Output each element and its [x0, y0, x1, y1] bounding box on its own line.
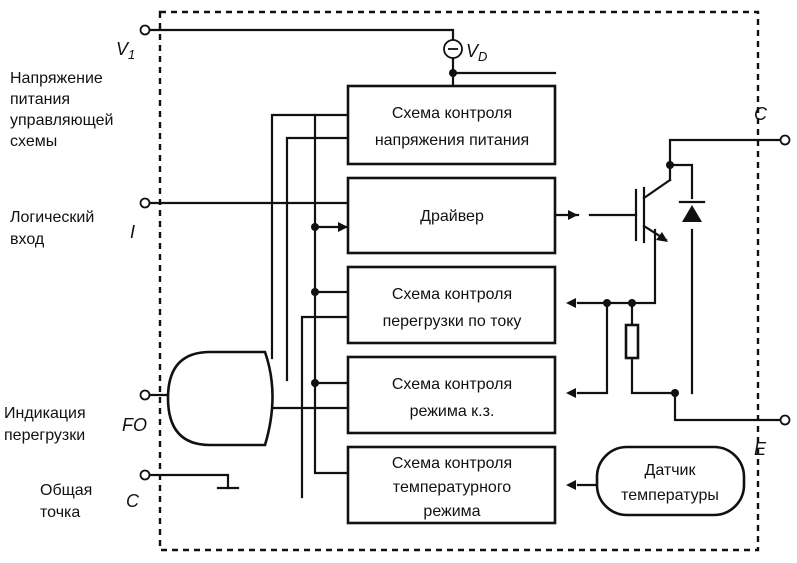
c-gnd-terminal-icon — [139, 469, 151, 481]
logic-input-label-line-2: вход — [10, 231, 45, 248]
block-short-circuit-line-2: режима к.з. — [410, 403, 495, 420]
block-driver: Драйвер — [346, 176, 557, 255]
supply-label-line-3: управляющей — [10, 112, 113, 129]
logic-input-label-line-1: Логический — [10, 209, 94, 226]
pin-terminals — [139, 24, 791, 481]
common-label-line-2: точка — [40, 504, 80, 521]
collector-terminal-icon — [779, 134, 791, 146]
overload-label-line-2: перегрузки — [4, 427, 85, 444]
common-label-line-1: Общая — [40, 482, 92, 499]
v1-terminal-icon — [139, 24, 151, 36]
pin-i-label: I — [130, 222, 135, 242]
block-supply-monitor: Схема контроля напряжения питания — [346, 84, 557, 166]
freewheel-diode-icon — [678, 200, 706, 222]
module-boundary — [158, 10, 760, 552]
block-short-circuit: Схема контроля режима к.з. — [346, 355, 557, 435]
or-gate-icon — [166, 350, 274, 447]
block-overcurrent-line-1: Схема контроля — [392, 286, 512, 303]
pin-fo-label: FO — [122, 415, 147, 435]
block-short-circuit-line-1: Схема контроля — [392, 376, 512, 393]
block-thermal-line-3: режима — [423, 503, 480, 520]
block-supply-monitor-line-2: напряжения питания — [375, 132, 529, 149]
emitter-terminal-icon — [779, 414, 791, 426]
block-overcurrent: Схема контроля перегрузки по току — [346, 265, 557, 345]
block-driver-label: Драйвер — [420, 208, 484, 225]
pin-collector-label: C — [754, 104, 768, 124]
pin-vd-label: VD — [466, 41, 487, 64]
pin-emitter-label: E — [754, 439, 767, 459]
block-thermal: Схема контроля температурного режима — [346, 445, 557, 525]
overload-label-line-1: Индикация — [4, 405, 86, 422]
igbt-transistor-icon — [634, 178, 672, 244]
block-temp-sensor: Датчик температуры — [595, 445, 746, 517]
signal-arrows — [338, 210, 578, 490]
block-thermal-line-1: Схема контроля — [392, 455, 512, 472]
block-overcurrent-line-2: перегрузки по току — [383, 313, 522, 330]
block-supply-monitor-line-1: Схема контроля — [392, 105, 512, 122]
pin-v1-label: V1 — [116, 39, 135, 62]
block-thermal-line-2: температурного — [393, 479, 512, 496]
i-terminal-icon — [139, 197, 151, 209]
block-temp-sensor-line-1: Датчик — [645, 462, 697, 479]
block-temp-sensor-line-2: температуры — [621, 487, 719, 504]
fo-terminal-icon — [139, 389, 151, 401]
supply-label-line-2: питания — [10, 91, 70, 108]
supply-label-line-1: Напряжение — [10, 70, 103, 87]
pin-c-gnd-label: C — [126, 491, 140, 511]
supply-label-line-4: схемы — [10, 133, 57, 150]
shunt-resistor-icon — [624, 323, 640, 360]
junction-dots — [311, 69, 679, 397]
